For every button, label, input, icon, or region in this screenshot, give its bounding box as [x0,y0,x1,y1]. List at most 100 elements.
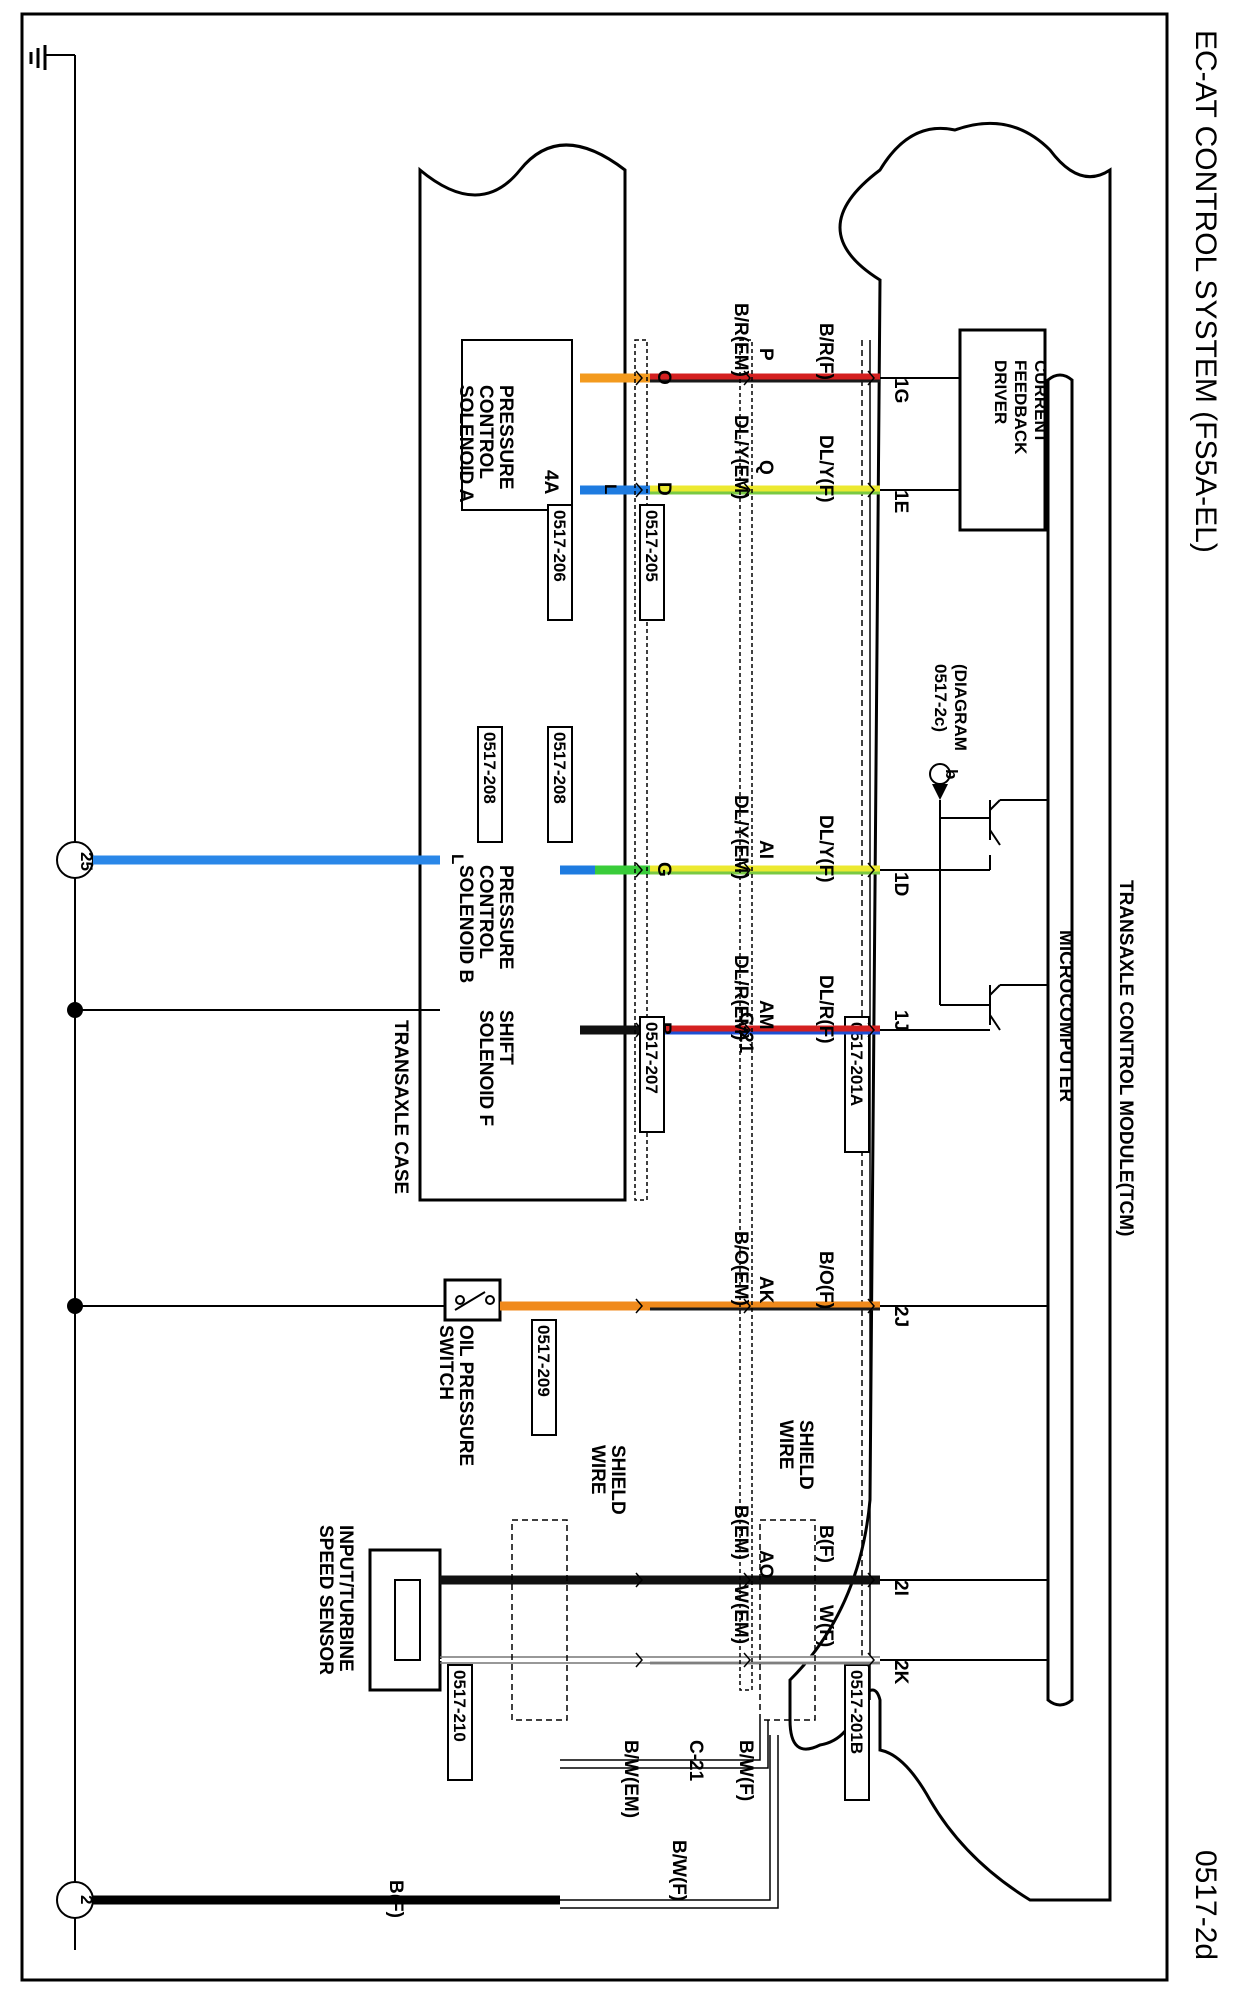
shield-wire-bw-ground: B/W(F) [668,1840,689,1901]
connector-209: 0517-209 [534,1325,553,1397]
wire-pin-0: P [755,348,776,361]
connector-chevron-0-2 [635,370,643,386]
connector-chevron-0-1 [743,370,751,386]
connector-chevron-1-2 [635,482,643,498]
terminal-labels: 1G 1E 1D 1J 2J 2I 2K [890,378,911,1685]
connector-chevron-6-2 [635,1652,643,1668]
connector-208b: 0517-208 [480,732,499,804]
pcs-a-1: PRESSURE [495,385,516,490]
connector-206: 0517-206 [550,510,569,582]
wire-label-f-0: B/R(F) [815,323,836,380]
wire-label-em-5: B(EM) [730,1505,751,1560]
shield-label-2: WIRE [775,1420,796,1470]
connector-201B: 0517-201B [847,1670,866,1754]
connector-chevron-5-2 [635,1572,643,1588]
shield-wire-f: B/W(F) [735,1740,756,1801]
ground-icon [29,45,47,70]
ground-wire-25-pin: L [448,854,467,864]
wire-pin-1: Q [755,460,776,475]
shield-f-box [759,1519,816,1721]
wire-layer: B/R(F)PB/R(EM)ODL/Y(F)QDL/Y(EM)DLDL/Y(F)… [440,303,880,1668]
arrow-down-icon [932,784,948,800]
connector-chevron-4-1 [743,1298,751,1314]
connector-208a: 0517-208 [550,732,569,804]
connector-207: 0517-207 [642,1022,661,1094]
terminal-1D: 1D [890,872,911,896]
feedback-driver-box [958,328,1047,532]
shield-label-1: SHIELD [795,1420,816,1490]
wire-pin-4: AK [755,1276,776,1304]
terminal-2K: 2K [890,1660,911,1685]
diagram-ref-marker-label: b [942,769,961,779]
pcs-b-2: CONTROL [475,865,496,959]
wire-label-f-1: DL/Y(F) [815,435,836,503]
wire-pin-5: AO [755,1550,776,1579]
wire-2J: B/O(F)AKB/O(EM) [500,1231,880,1314]
wire-label-f-6: W(F) [815,1605,836,1647]
tcm-label: TRANSAXLE CONTROL MODULE(TCM) [1115,880,1136,1236]
wire-label-f-3: DL/R(F) [815,975,836,1044]
shield-em-box [511,1519,568,1721]
wire-2I: B(F) AOB(EM) [440,1505,880,1588]
connector-chevron-5-1 [743,1572,751,1588]
connector-chevron-6-0 [867,1652,875,1668]
wire-pin-3: AM [755,1000,776,1030]
shield-label-4: WIRE [587,1445,608,1495]
page-frame [20,12,1169,1982]
connector-chevron-4-0 [867,1298,875,1314]
pcs-b-1: PRESSURE [495,865,516,970]
speed-sensor-1: INPUT/TURBINE [335,1525,356,1672]
shield-label-3: SHIELD [607,1445,628,1515]
case-pin-2: G [653,862,674,877]
terminal-2J: 2J [890,1306,911,1327]
speed-sensor-box [368,1548,442,1692]
pcs-a-box [461,339,573,511]
page-code: 0517-2d [1189,1850,1222,1960]
oil-switch-box [443,1278,502,1322]
ground-ref-2-label: 2 [77,1895,96,1904]
connector-chevron-2-2 [635,862,643,878]
wire-label-f-4: B/O(F) [815,1251,836,1309]
diagram-ref-1: (DIAGRAM [951,664,970,751]
terminal-1J: 1J [890,1010,911,1031]
oil-switch-1: OIL PRESSURE [455,1325,476,1466]
wire-label-f-5: B(F) [815,1525,836,1563]
shift-f-2: SOLENOID F [475,1010,496,1126]
oil-switch-2: SWITCH [435,1325,456,1400]
driver-label-1: CURRENT [1031,360,1050,444]
wire-2K: W(F)W(EM) [440,1585,880,1668]
connector-205: 0517-205 [642,510,661,582]
em-connector-band [634,339,648,1201]
sol-pin-1: L [601,484,620,494]
pcs-b-3: SOLENOID B [455,865,476,983]
junction-c21-b: C-21 [685,1740,706,1782]
connector-210: 0517-210 [450,1670,469,1742]
microcomputer-label: MICROCOMPUTER [1055,930,1076,1102]
pcs-a-2: CONTROL [475,385,496,479]
connector-chevron-6-1 [743,1652,751,1668]
pcs-a-pin: 4A [540,470,561,495]
microcomputer-bar [1046,373,1074,1707]
connector-chevron-5-0 [867,1572,875,1588]
connector-labels: 0517-205 0517-207 0517-206 0517-208 0517… [447,504,665,1781]
case-label: TRANSAXLE CASE [390,1020,411,1194]
driver-label-2: FEEDBACK [1011,360,1030,455]
connector-chevron-3-0 [867,1022,875,1038]
diagram-ref-2: 0517-2c) [931,664,950,732]
connector-chevron-0-0 [867,370,875,386]
driver-label-3: DRIVER [991,360,1010,424]
connector-chevron-1-1 [743,482,751,498]
connector-chevron-4-2 [635,1298,643,1314]
page-title: EC-AT CONTROL SYSTEM (FS5A-EL) [1189,30,1222,553]
c21-connector-band [739,339,753,1691]
shift-f-1: SHIFT [495,1010,516,1065]
terminal-2I: 2I [890,1580,911,1596]
speed-sensor-2: SPEED SENSOR [315,1525,336,1675]
connector-box-201A [844,1016,870,1153]
connector-chevron-3-1 [743,1022,751,1038]
connector-chevron-1-0 [867,482,875,498]
ground-ref-25-label: 25 [77,852,96,871]
connector-chevron-2-0 [867,862,875,878]
terminal-1E: 1E [890,490,911,513]
